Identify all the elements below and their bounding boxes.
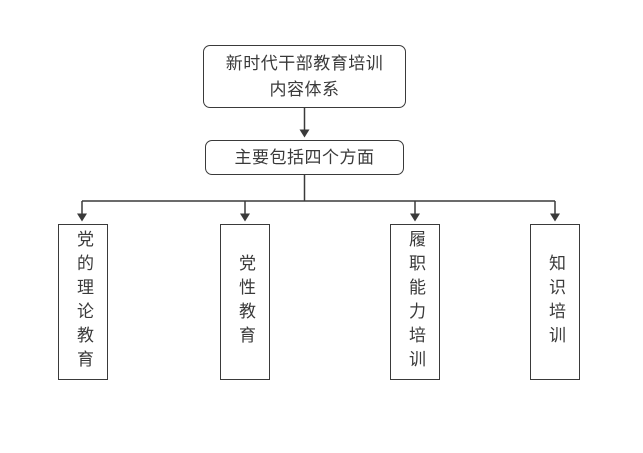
node-branch[interactable]: 主要包括四个方面 xyxy=(205,140,404,175)
node-leaf-party-theory-education[interactable]: 党的理论教育 xyxy=(58,224,108,380)
node-leaf-job-capability-training[interactable]: 履职能力培训 xyxy=(390,224,440,380)
node-leaf-3-label: 知识培训 xyxy=(545,254,565,350)
node-leaf-1-label: 党性教育 xyxy=(235,254,255,350)
node-leaf-0-label: 党的理论教育 xyxy=(73,230,93,374)
node-leaf-2-label: 履职能力培训 xyxy=(405,230,425,374)
node-leaf-party-spirit-education[interactable]: 党性教育 xyxy=(220,224,270,380)
node-leaf-knowledge-training[interactable]: 知识培训 xyxy=(530,224,580,380)
node-root-label: 新时代干部教育培训 内容体系 xyxy=(225,53,384,100)
node-root[interactable]: 新时代干部教育培训 内容体系 xyxy=(203,45,406,108)
node-branch-label: 主要包括四个方面 xyxy=(234,147,375,168)
